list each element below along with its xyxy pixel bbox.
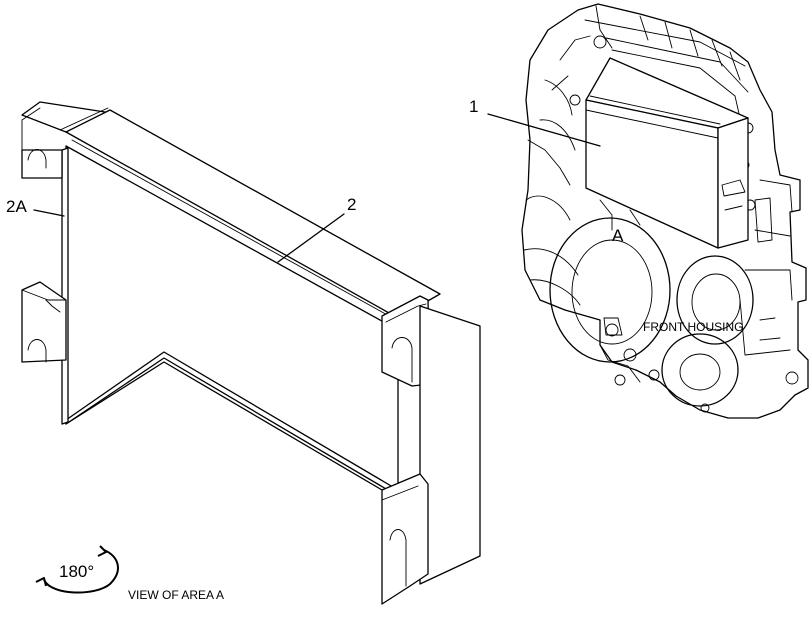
view-of-area-label: VIEW OF AREA A (128, 588, 224, 602)
rotation-180-icon (35, 545, 119, 594)
leader-part-1 (487, 113, 601, 147)
cover-part-1 (585, 57, 749, 249)
callout-part-2a: 2A (6, 197, 27, 216)
area-marker: A (612, 226, 624, 245)
front-housing-label: FRONT HOUSING (643, 320, 743, 334)
rotation-label: 180° (59, 562, 94, 581)
front-housing-drawing (521, 3, 809, 419)
leader-part-2a (33, 209, 65, 217)
callout-part-2: 2 (347, 195, 356, 214)
leader-part-2 (277, 213, 345, 263)
leader-lines (33, 113, 601, 263)
cover-part-2-enlarged (21, 101, 481, 605)
callout-part-1: 1 (469, 97, 478, 116)
